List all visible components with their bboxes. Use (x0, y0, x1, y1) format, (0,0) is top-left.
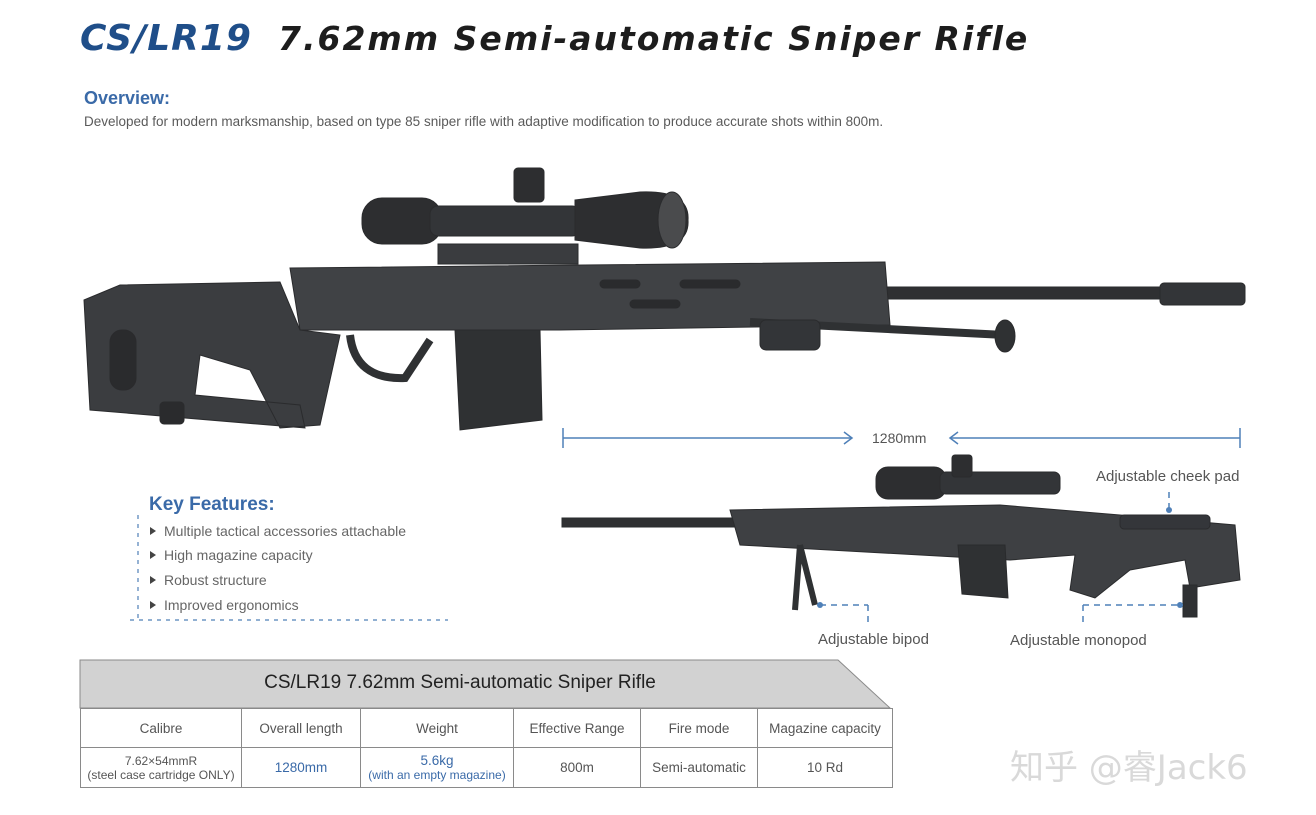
overview-heading: Overview: (84, 88, 171, 108)
calibre-value: 7.62×54mmR (124, 753, 198, 768)
bipod-callout: Adjustable bipod (818, 631, 929, 648)
spec-calibre-cell: 7.62×54mmR (steel case cartridge ONLY) (80, 747, 242, 788)
spec-table: Calibre Overall length Weight Effective … (80, 708, 893, 788)
weight-value: 5.6kg (420, 753, 454, 768)
weight-note: (with an empty magazine) (368, 768, 506, 782)
spec-header-cell: Overall length (241, 708, 361, 748)
bullet-triangle-icon (150, 576, 156, 584)
monopod-callout: Adjustable monopod (1010, 632, 1147, 649)
feature-text: High magazine capacity (164, 547, 313, 563)
dimension-line (562, 428, 1241, 448)
monopod-marker (1177, 602, 1183, 608)
secondary-rifle-image (561, 454, 1241, 618)
feature-item: Multiple tactical accessories attachable (150, 523, 406, 539)
spec-header-cell: Weight (360, 708, 514, 748)
spec-range-cell: 800m (513, 747, 641, 788)
spec-header-row: Calibre Overall length Weight Effective … (80, 708, 893, 748)
spec-header-cell: Fire mode (640, 708, 758, 748)
feature-text: Robust structure (164, 572, 267, 588)
spec-header-cell: Calibre (80, 708, 242, 748)
spec-length-cell: 1280mm (241, 747, 361, 788)
key-features-heading: Key Features: (149, 494, 275, 515)
spec-header-cell: Effective Range (513, 708, 641, 748)
bullet-triangle-icon (150, 527, 156, 535)
spec-value-row: 7.62×54mmR (steel case cartridge ONLY) 1… (80, 747, 893, 788)
calibre-note: (steel case cartridge ONLY) (87, 767, 235, 782)
overview-text: Developed for modern marksmanship, based… (84, 114, 884, 129)
main-rifle-image (83, 167, 1246, 431)
feature-item: Robust structure (150, 572, 267, 588)
spec-magazine-cell: 10 Rd (757, 747, 893, 788)
feature-text: Multiple tactical accessories attachable (164, 523, 407, 539)
feature-text: Improved ergonomics (164, 597, 299, 613)
spec-fire-mode-cell: Semi-automatic (640, 747, 758, 788)
brand-logo: CS/LR19 (80, 18, 252, 59)
bipod-marker (817, 602, 823, 608)
page-header: CS/LR19 7.62mm Semi-automatic Sniper Rif… (80, 18, 1029, 59)
spec-header-cell: Magazine capacity (757, 708, 893, 748)
bullet-triangle-icon (150, 601, 156, 609)
spec-weight-cell: 5.6kg (with an empty magazine) (360, 747, 514, 788)
feature-item: Improved ergonomics (150, 597, 299, 613)
watermark: 知乎 @睿Jack6 (1010, 748, 1248, 788)
cheek-pad-marker (1166, 507, 1172, 513)
page-title: 7.62mm Semi-automatic Sniper Rifle (277, 19, 1030, 58)
feature-item: High magazine capacity (150, 547, 313, 563)
bullet-triangle-icon (150, 551, 156, 559)
overall-length-label: 1280mm (872, 430, 927, 446)
callout-leaders (820, 492, 1180, 625)
cheek-pad-callout: Adjustable cheek pad (1096, 468, 1240, 485)
spec-table-title: CS/LR19 7.62mm Semi-automatic Sniper Rif… (264, 672, 656, 693)
